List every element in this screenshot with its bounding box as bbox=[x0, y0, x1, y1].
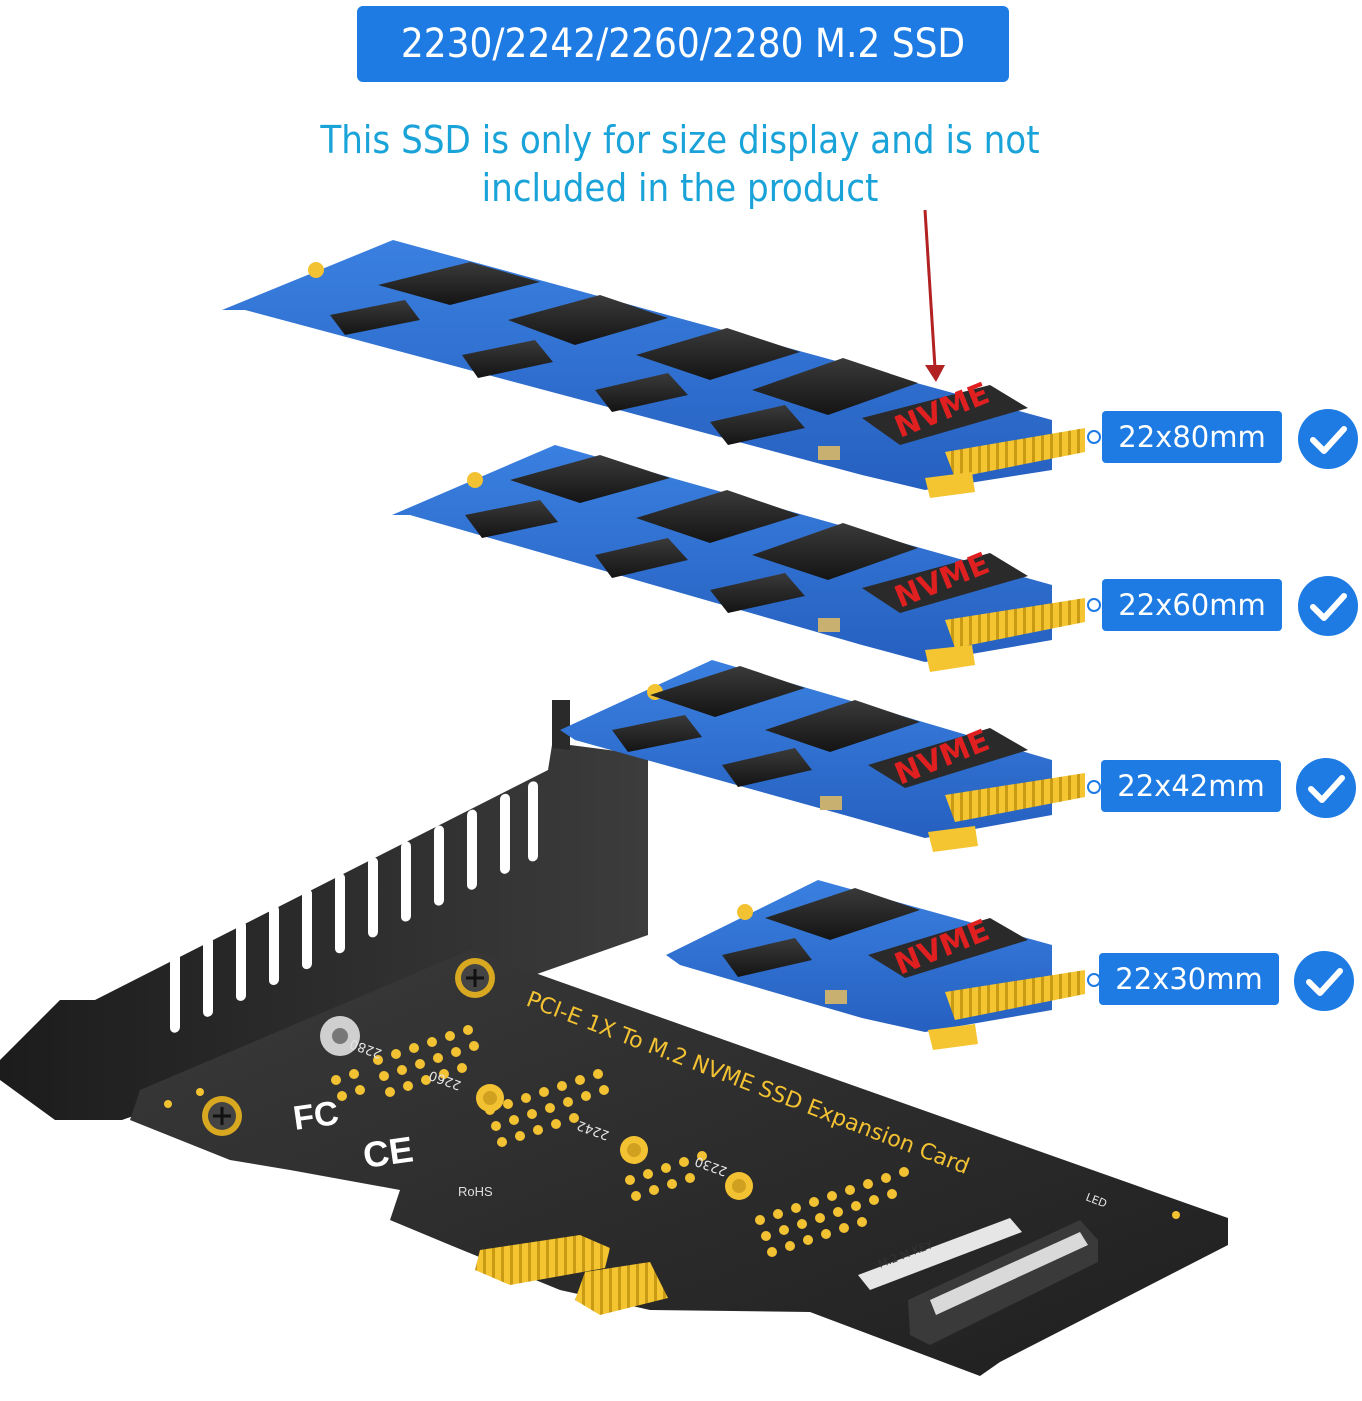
card-pcb bbox=[130, 950, 1228, 1376]
page-title: 2230/2242/2260/2280 M.2 SSD bbox=[400, 21, 966, 67]
check-icon bbox=[1294, 951, 1354, 1011]
size-label-2260: 22x60mm bbox=[1102, 579, 1282, 631]
gold-pads bbox=[331, 1025, 909, 1257]
bracket-vents bbox=[170, 781, 538, 1033]
pcie-card: FC CE RoHS PCI-E 1X To M.2 NVME SSD Expa… bbox=[0, 700, 1228, 1376]
check-icon bbox=[1298, 576, 1358, 636]
arrow-icon bbox=[923, 209, 945, 382]
check-icon bbox=[1296, 758, 1356, 818]
gold-fingers-left bbox=[475, 1235, 610, 1285]
ssd-2242: NVME bbox=[560, 660, 1085, 852]
size-label-2280: 22x80mm bbox=[1102, 411, 1282, 463]
slot-label-plate bbox=[858, 1218, 1022, 1290]
check-icon bbox=[1298, 409, 1358, 469]
rohs-logo: RoHS bbox=[458, 1184, 493, 1199]
ssd-2280: NVME bbox=[222, 240, 1085, 498]
screw-icon bbox=[202, 1096, 242, 1136]
title-banner: 2230/2242/2260/2280 M.2 SSD bbox=[357, 6, 1009, 82]
note-line-2: included in the product bbox=[481, 166, 879, 210]
gold-fingers-right bbox=[575, 1262, 668, 1315]
label-connectors bbox=[1087, 430, 1101, 987]
size-label-2242: 22x42mm bbox=[1101, 760, 1281, 812]
ssd-2230: NVME bbox=[666, 880, 1085, 1050]
ssd-2260: NVME bbox=[392, 445, 1085, 672]
size-display-note: This SSD is only for size display and is… bbox=[180, 116, 1180, 212]
fcc-logo: FC bbox=[291, 1094, 341, 1138]
ce-logo: CE bbox=[360, 1128, 415, 1176]
size-label-2230: 22x30mm bbox=[1099, 953, 1279, 1005]
screw-icon bbox=[455, 958, 495, 998]
metal-bracket bbox=[0, 700, 648, 1120]
note-line-1: This SSD is only for size display and is… bbox=[320, 118, 1040, 162]
